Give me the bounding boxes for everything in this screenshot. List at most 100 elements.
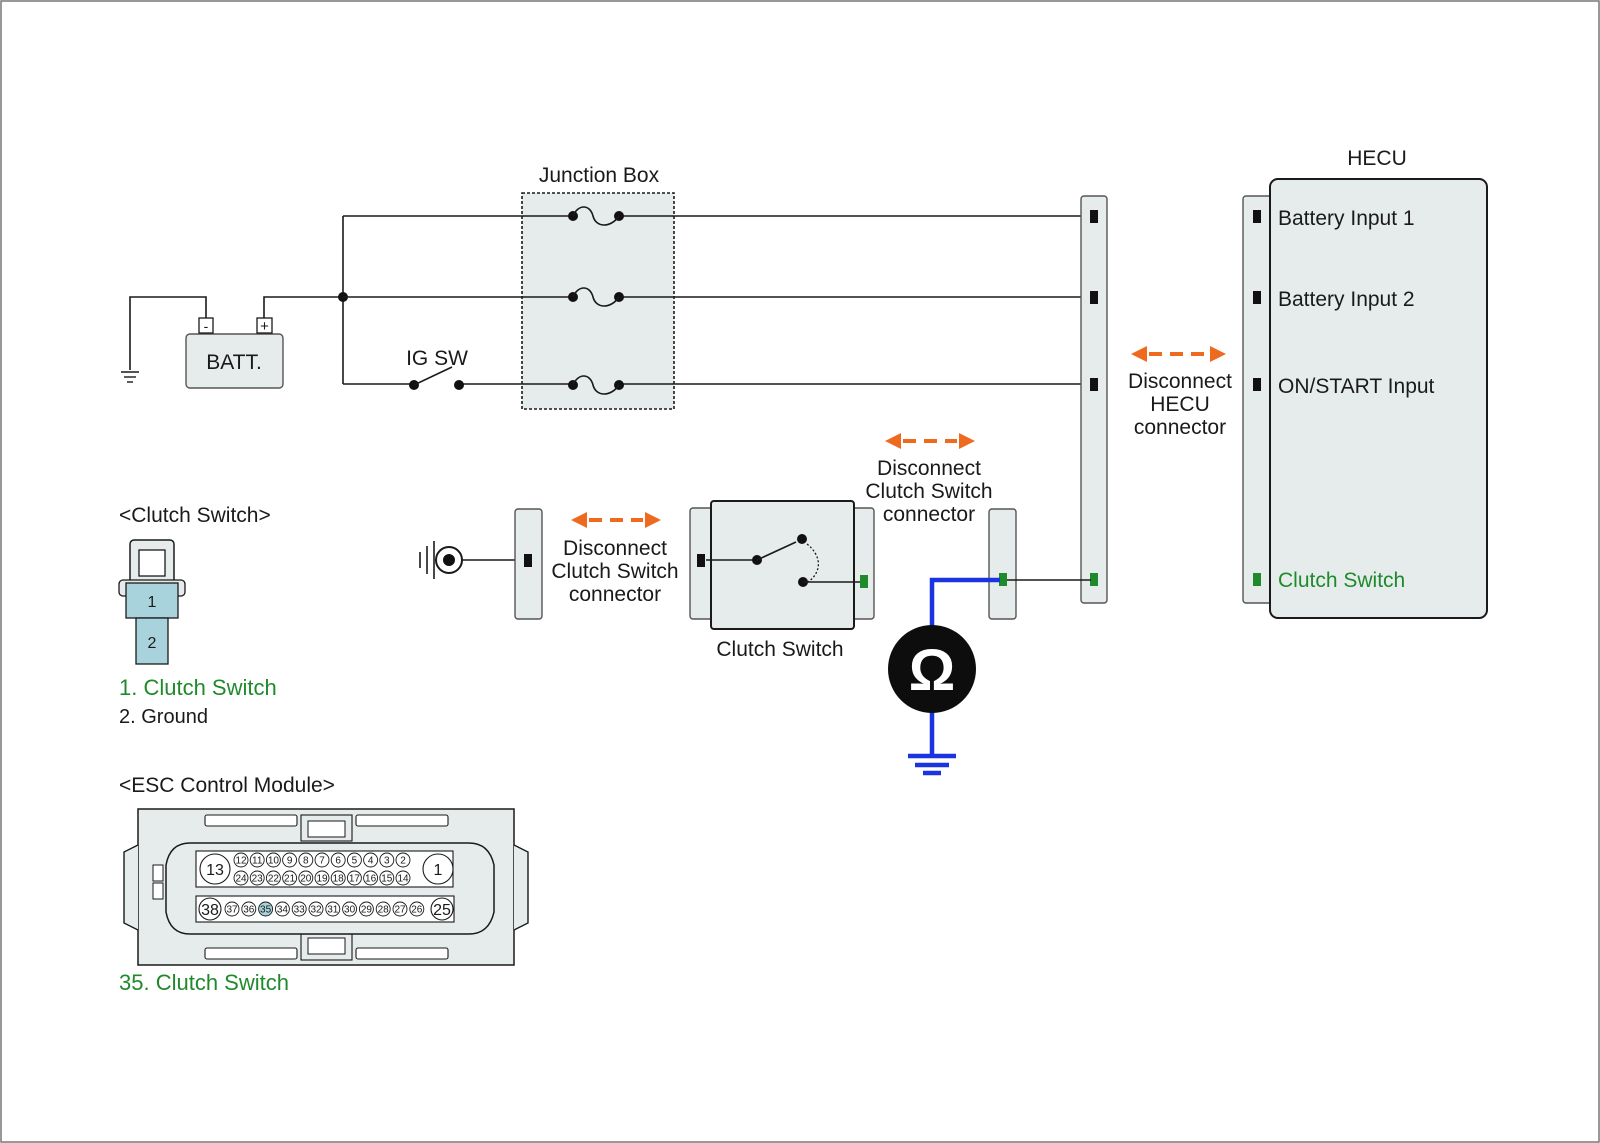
battery-ground-wire (129, 296, 207, 370)
esc-row1-pin-5 (346, 852, 362, 868)
clutch-connector-title: <Clutch Switch> (119, 504, 271, 527)
ignition-switch: IG SW (406, 347, 468, 390)
esc-connector-face (123, 808, 529, 966)
esc-row3-pin-label-26: 26 (411, 905, 423, 916)
clutch-switch-body (710, 500, 855, 630)
esc-row3-pin-30 (342, 901, 358, 917)
disconnect-hecu-arrows-icon (1131, 346, 1226, 362)
esc-row1-pin-label-9: 9 (287, 856, 293, 867)
disconnect-hecu-line3: connector (1134, 416, 1226, 439)
fuse-3 (568, 375, 624, 395)
disconnect-clutch-left-arrows-icon (571, 512, 661, 528)
esc-row1-pin-10 (265, 852, 281, 868)
esc-row2-pin-label-23: 23 (252, 874, 264, 885)
clutch-connector-pin-2-label: 2 (148, 635, 157, 652)
esc-row1-pin-label-6: 6 (335, 856, 341, 867)
hecu-title: HECU (1347, 147, 1407, 170)
battery-label: BATT. (206, 351, 262, 374)
esc-row3-pin-26 (409, 901, 425, 917)
esc-row2-pin-17 (346, 870, 362, 886)
esc-row3-pin-label-36: 36 (243, 905, 255, 916)
esc-big-pin-label-13: 13 (206, 862, 224, 879)
esc-row2-pin-16 (363, 870, 379, 886)
esc-row2-pin-label-18: 18 (333, 874, 345, 885)
esc-row3-pin-35 (258, 901, 274, 917)
esc-big-pin-25 (430, 897, 454, 921)
esc-row1-pin-8 (298, 852, 314, 868)
esc-row1-pin-11 (249, 852, 265, 868)
esc-row2-pin-15 (379, 870, 395, 886)
clutch-legend-2: 2. Ground (119, 706, 208, 728)
esc-row2-pin-24 (233, 870, 249, 886)
battery-positive-wire (263, 296, 343, 318)
esc-row3-pin-label-37: 37 (226, 905, 238, 916)
esc-row2-pin-19 (314, 870, 330, 886)
battery-body (185, 333, 284, 389)
hecu-pin-on-start (1253, 378, 1261, 391)
esc-big-pin-1 (422, 853, 454, 885)
disconnect-clutch-right-arrows-icon (885, 433, 975, 449)
esc-row1-pin-label-7: 7 (319, 856, 325, 867)
junction-box: Junction Box (521, 164, 675, 410)
disconnect-hecu-line1: Disconnect (1128, 370, 1232, 393)
clutch-connector-pin-1-label: 1 (148, 594, 157, 611)
junction-box-title: Junction Box (539, 164, 660, 187)
esc-row2-pin-label-20: 20 (300, 874, 312, 885)
esc-row3-pin-33 (291, 901, 307, 917)
esc-row3-pin-label-32: 32 (310, 905, 322, 916)
fuse-2 (568, 287, 624, 307)
esc-row2-pin-14 (395, 870, 411, 886)
esc-row1-pin-12 (233, 852, 249, 868)
battery: BATT. - + (185, 317, 284, 389)
esc-row3-pin-31 (325, 901, 341, 917)
disconnect-clutch-right-line2: Clutch Switch (865, 480, 992, 503)
esc-row1-pin-4 (363, 852, 379, 868)
ohmmeter-probe-wire (929, 577, 1000, 630)
ohmmeter-symbol: Ω (909, 638, 956, 703)
esc-row1-pin-label-8: 8 (303, 856, 309, 867)
esc-row2-pin-label-24: 24 (235, 874, 247, 885)
esc-row3-pin-label-30: 30 (344, 905, 356, 916)
esc-row1-pin-label-12: 12 (235, 856, 247, 867)
ohmmeter-ground-icon (908, 753, 956, 776)
clutch-ground-harness-pin (524, 554, 532, 567)
esc-row2-pin-label-16: 16 (365, 874, 377, 885)
hecu-harness-connector[interactable] (1080, 195, 1108, 604)
battery-positive-symbol: + (260, 318, 269, 335)
esc-row1-pin-9 (282, 852, 298, 868)
esc-big-pin-label-1: 1 (434, 862, 443, 879)
esc-row2-pin-label-21: 21 (284, 874, 296, 885)
esc-row3-pin-29 (358, 901, 374, 917)
esc-row3-pin-label-28: 28 (378, 905, 390, 916)
esc-row2-pin-label-19: 19 (316, 874, 328, 885)
clutch-switch-travel (806, 543, 820, 583)
esc-row3-pin-37 (224, 901, 240, 917)
clutch-signal-harness-connector[interactable] (988, 508, 1017, 620)
esc-row3-pin-label-35: 35 (260, 905, 272, 916)
esc-row3-pin-27 (392, 901, 408, 917)
esc-module-title: <ESC Control Module> (119, 774, 335, 797)
hecu-input-battery-2: Battery Input 2 (1278, 288, 1415, 311)
hecu-input-on-start: ON/START Input (1278, 375, 1435, 398)
hecu-pin-battery-2 (1253, 291, 1261, 304)
harness-pin-battery-1 (1090, 210, 1098, 223)
esc-row2-pin-22 (265, 870, 281, 886)
esc-row3-pin-label-27: 27 (394, 905, 406, 916)
disconnect-clutch-right-line1: Disconnect (877, 457, 981, 480)
clutch-connector-pin-2 (135, 617, 169, 665)
esc-row3-pin-label-33: 33 (294, 905, 306, 916)
clutch-switch-blade (756, 541, 797, 561)
esc-row1-pin-2 (395, 852, 411, 868)
disconnect-clutch-right-line3: connector (883, 503, 975, 526)
hecu-pin-battery-1 (1253, 210, 1261, 223)
esc-big-pin-label-25: 25 (433, 902, 451, 919)
clutch-signal-harness-pin (999, 573, 1007, 586)
esc-row2-pin-label-15: 15 (381, 874, 393, 885)
clutch-switch-contact-b (797, 534, 807, 544)
esc-row1-pin-6 (330, 852, 346, 868)
harness-pin-clutch (1090, 573, 1098, 586)
esc-row3-pin-label-31: 31 (327, 905, 339, 916)
ohmmeter-icon: Ω (888, 625, 976, 713)
esc-row2-pin-18 (330, 870, 346, 886)
